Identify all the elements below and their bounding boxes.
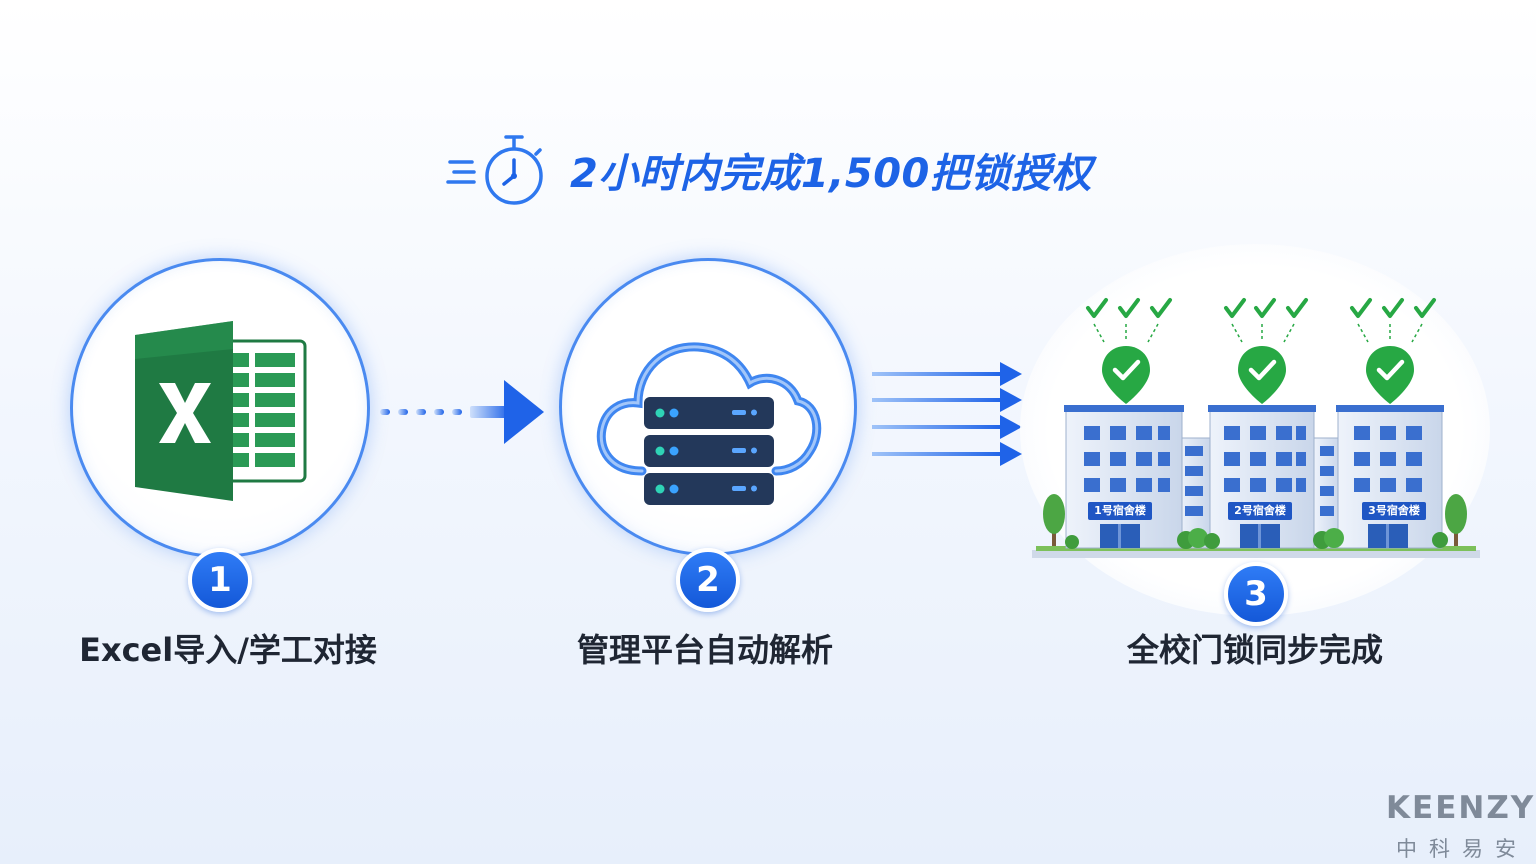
cloud-server-icon [596,342,822,505]
step-1-label: Excel导入/学工对接 [79,631,377,669]
brand-logo-en: KEENZY [1386,790,1536,826]
step-2-circle [559,258,857,556]
headline: 2小时内完成1,500把锁授权 [444,128,1092,212]
step-1-badge: 1 [188,548,252,612]
stopwatch-icon [446,135,543,205]
brand-logo-zh: 中科易安 [1396,837,1528,861]
step-3-label: 全校门锁同步完成 [1126,631,1383,669]
building-3-sign: 3号宿舍楼 [1368,504,1420,517]
dotted-arrow [380,380,544,444]
step-1-circle [70,258,370,558]
excel-icon [135,321,307,501]
building-1-sign: 1号宿舍楼 [1094,504,1146,517]
building-2-sign: 2号宿舍楼 [1234,504,1286,517]
step-2-badge: 2 [676,548,740,612]
multi-arrows [872,362,1022,466]
dormitory-buildings-icon [1032,298,1480,558]
step-3-badge: 3 [1224,562,1288,626]
step-2-label: 管理平台自动解析 [576,631,833,669]
headline-text: 2小时内完成1,500把锁授权 [570,151,1092,197]
